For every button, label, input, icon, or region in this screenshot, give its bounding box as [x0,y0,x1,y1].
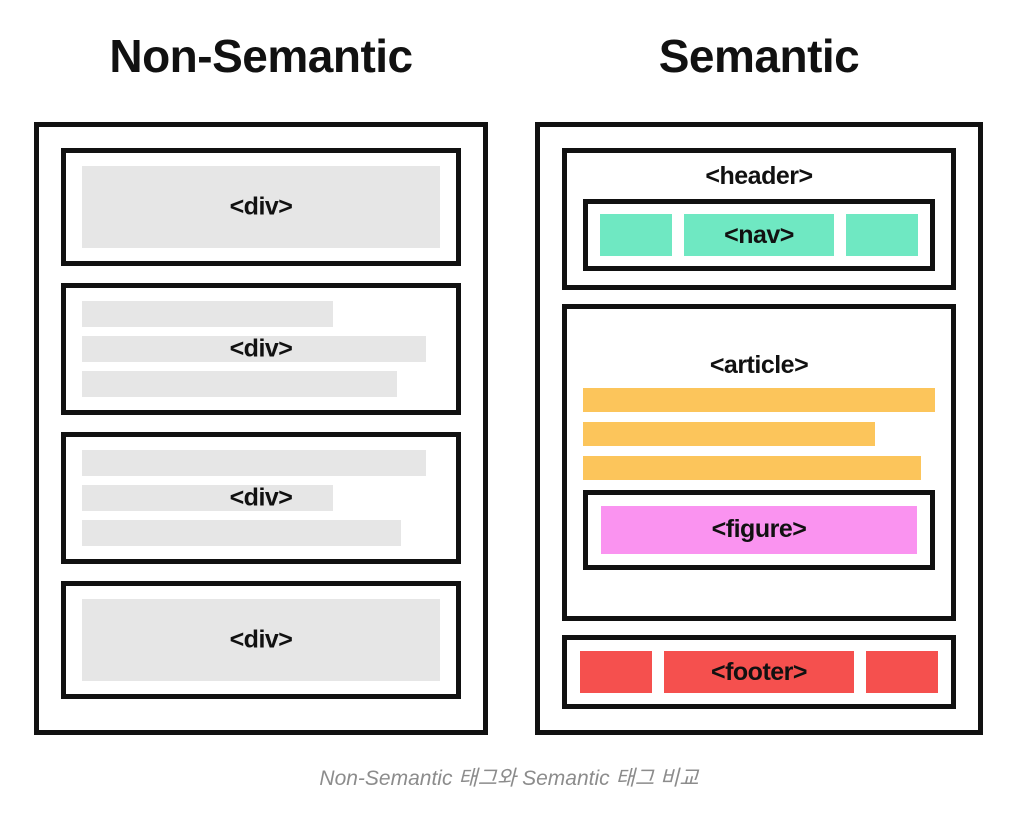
article-block[interactable]: <article> <figure> [562,304,956,621]
figure-block[interactable]: <figure> [583,489,935,570]
div-block-1[interactable]: <div> [61,148,461,266]
placeholder-bar [82,371,398,397]
nav-chip-center[interactable]: <nav> [684,214,834,257]
column-title-non-semantic: Non-Semantic [109,30,413,82]
placeholder-bar [82,336,426,362]
tag-label-footer: <footer> [710,657,808,686]
div-block-1-body: <div> [66,153,456,261]
footer-block[interactable]: <footer> [562,635,956,709]
footer-chip-center[interactable]: <footer> [664,651,854,693]
tag-label-figure: <figure> [711,515,807,544]
article-block-body: <article> <figure> [567,342,951,584]
figure-fill: <figure> [601,505,917,554]
placeholder-bar [82,166,440,248]
header-block[interactable]: <header> <nav> [562,148,956,291]
semantic-block-list: <header> <nav> [562,148,956,709]
tag-label-nav: <nav> [724,220,794,249]
div-block-2[interactable]: <div> [61,283,461,415]
nav-block-body: <nav> [588,204,930,266]
nav-chip-row: <nav> [600,214,918,257]
header-block-body: <header> <nav> [567,153,951,285]
div-block-2-body: <div> [66,288,456,410]
panel-semantic: <header> <nav> [535,122,983,735]
footer-chip-right[interactable] [866,651,938,693]
nav-chip-left[interactable] [600,214,672,257]
placeholder-bar [82,301,333,327]
div-block-4-body: <div> [66,586,456,694]
nav-chip-right[interactable] [846,214,918,257]
article-text-bar [583,387,935,412]
placeholder-bar [82,485,333,511]
panel-semantic-inner: <header> <nav> [540,127,978,730]
div-block-4[interactable]: <div> [61,581,461,699]
article-text-bar [583,455,921,480]
tag-label-header: <header> [705,162,813,190]
footer-block-body: <footer> [567,640,951,704]
placeholder-bar [82,520,401,546]
column-titles: Non-Semantic Semantic [0,26,1018,96]
placeholder-bar [82,450,426,476]
column-title-semantic: Semantic [658,30,860,82]
footer-chip-row: <footer> [580,651,938,693]
tag-label-article: <article> [709,350,809,379]
nav-block[interactable]: <nav> [583,199,935,272]
footer-chip-left[interactable] [580,651,652,693]
figure-caption: Non-Semantic 태그와 Semantic 태그 비교 [319,767,699,790]
div-block-3[interactable]: <div> [61,432,461,564]
non-semantic-block-list: <div> <div> [61,148,461,709]
div-block-3-body: <div> [66,437,456,559]
panel-non-semantic-inner: <div> <div> [39,127,483,730]
panel-non-semantic: <div> <div> [34,122,488,735]
article-text-bar [583,421,876,446]
placeholder-bar [82,599,440,681]
